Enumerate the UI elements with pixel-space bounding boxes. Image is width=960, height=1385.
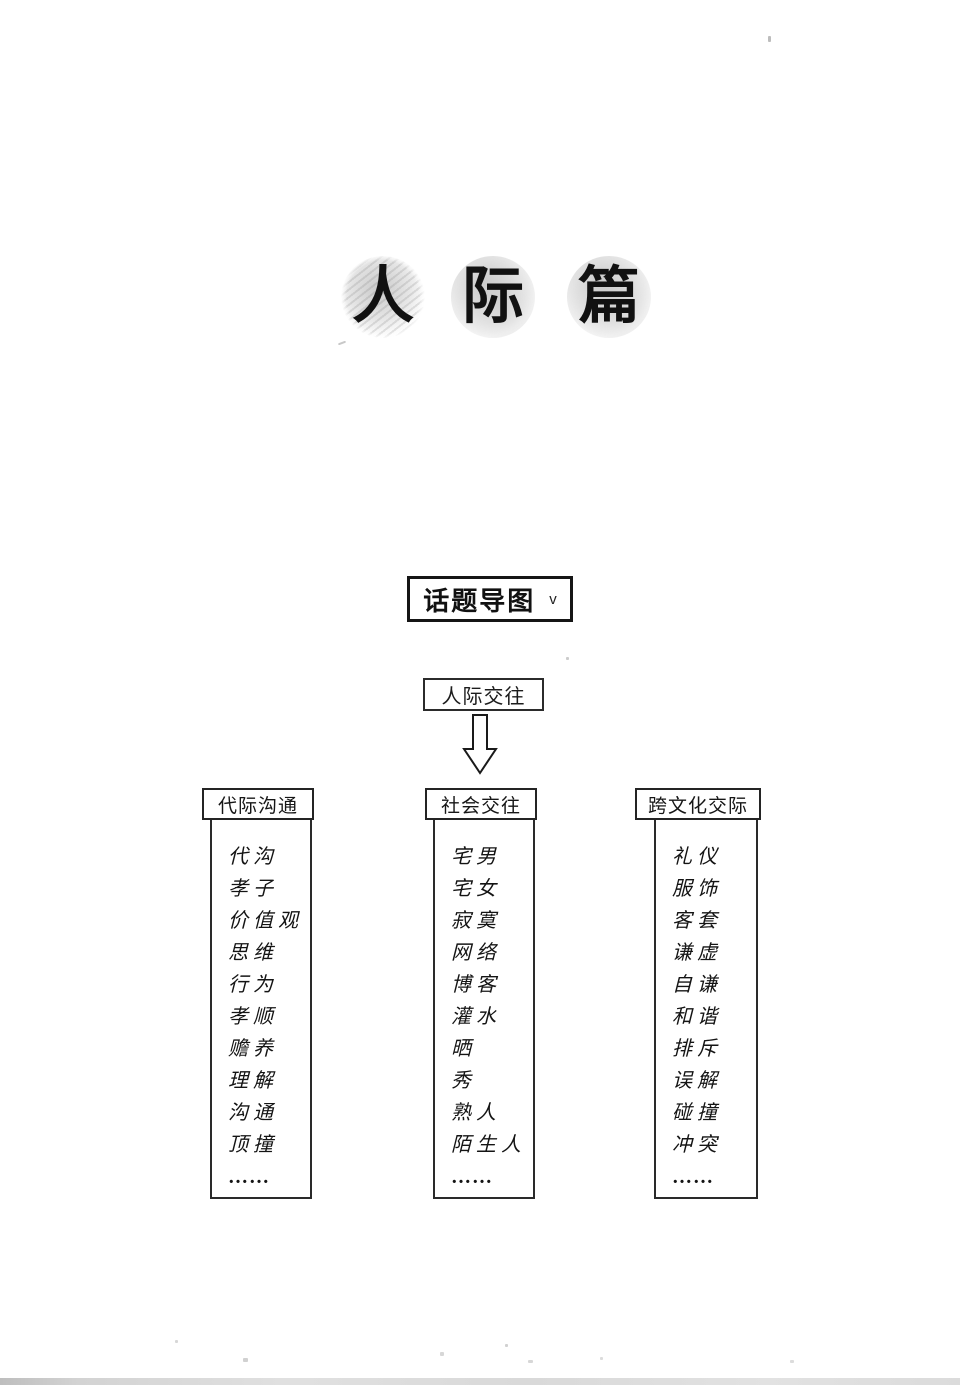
topic-item: 宅女 — [451, 878, 501, 900]
topic-item: 顶撞 — [228, 1134, 278, 1156]
title-char: 际 — [461, 263, 524, 331]
topic-item: 礼仪 — [672, 846, 722, 868]
title-char: 人 — [351, 263, 414, 331]
topic-item: 排斥 — [672, 1038, 722, 1060]
topic-item: 晒 — [451, 1038, 476, 1060]
topic-item: 谦虚 — [672, 942, 722, 964]
column-header-crosscultural: 跨文化交际 — [635, 788, 761, 820]
topic-map-heading-box: 话题导图 v — [407, 576, 573, 622]
scan-speck — [440, 1352, 444, 1356]
scan-speck — [790, 1360, 794, 1363]
topic-map-heading: 话题导图 — [423, 586, 536, 616]
topic-item: …… — [451, 1166, 493, 1188]
column-list-crosscultural: 礼仪服饰客套谦虚自谦和谐排斥误解碰撞冲突 …… — [654, 818, 758, 1199]
topic-item: 沟通 — [228, 1102, 278, 1124]
topic-item: 灌水 — [451, 1006, 501, 1028]
topic-item: 误解 — [672, 1070, 722, 1092]
topic-item: 价值观 — [228, 910, 303, 932]
topic-item: 孝子 — [228, 878, 278, 900]
topic-item: 服饰 — [672, 878, 722, 900]
scan-speck — [566, 657, 569, 660]
topic-item: 冲突 — [672, 1134, 722, 1156]
topic-item: 熟人 — [451, 1102, 501, 1124]
topic-item: 碰撞 — [672, 1102, 722, 1124]
topic-item: 自谦 — [672, 974, 722, 996]
column-header-intergenerational: 代际沟通 — [202, 788, 314, 820]
scan-edge-band — [0, 1378, 960, 1385]
ink-stamp-circle — [567, 256, 651, 338]
topic-item: 客套 — [672, 910, 722, 932]
ink-stamp-circle — [451, 256, 535, 338]
topic-item: 赡养 — [228, 1038, 278, 1060]
topic-item: …… — [672, 1166, 714, 1188]
topic-item: 陌生人 — [451, 1134, 526, 1156]
topic-item: 和谐 — [672, 1006, 722, 1028]
chapter-title-char-3: 篇 — [559, 248, 659, 346]
topic-item: 孝顺 — [228, 1006, 278, 1028]
scan-speck — [600, 1357, 603, 1360]
scan-speck — [528, 1360, 533, 1363]
topic-item: 寂寞 — [451, 910, 501, 932]
down-arrow-icon — [462, 714, 498, 775]
topic-item: 宅男 — [451, 846, 501, 868]
scan-speck — [505, 1344, 508, 1347]
chevron-down-icon: v — [549, 590, 557, 608]
column-list-intergenerational: 代沟孝子价值观思维行为孝顺赡养理解沟通顶撞 …… — [210, 818, 312, 1199]
topic-item: 博客 — [451, 974, 501, 996]
column-header-social: 社会交往 — [425, 788, 537, 820]
topic-item: 理解 — [228, 1070, 278, 1092]
topic-item: 代沟 — [228, 846, 278, 868]
topic-item: 行为 — [228, 974, 278, 996]
ink-stamp-circle — [341, 256, 425, 338]
title-char: 篇 — [577, 263, 640, 331]
scan-speck — [243, 1358, 248, 1362]
scan-speck — [768, 36, 771, 42]
chapter-title-char-1: 人 — [333, 248, 433, 346]
scan-speck — [175, 1340, 178, 1343]
topic-item: 网络 — [451, 942, 501, 964]
column-list-social: 宅男宅女寂寞网络博客灌水晒秀熟人陌生人 …… — [433, 818, 535, 1199]
diagram-root-node: 人际交往 — [423, 678, 544, 711]
topic-item: 思维 — [228, 942, 278, 964]
topic-item: 秀 — [451, 1070, 476, 1092]
topic-item: …… — [228, 1166, 270, 1188]
chapter-title-char-2: 际 — [443, 248, 543, 346]
